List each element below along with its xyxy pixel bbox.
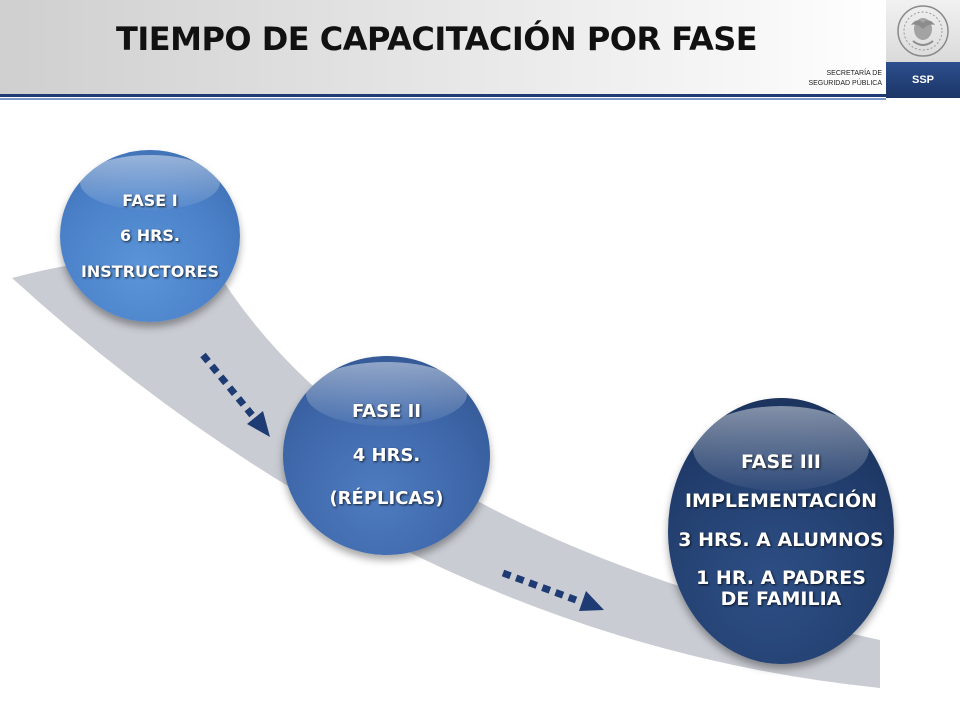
phase-3-students: 3 HRS. A ALUMNOS <box>678 528 884 551</box>
dotted-arrow-icon <box>200 352 270 437</box>
phase-2-gloss <box>305 361 468 426</box>
header-divider-light <box>0 98 886 100</box>
org-name-line1: SECRETARÍA DE <box>826 70 883 77</box>
header-bar <box>0 0 886 94</box>
phase-3-circle: FASE III IMPLEMENTACIÓN 3 HRS. A ALUMNOS… <box>668 398 894 664</box>
phase-1-title: FASE I <box>122 190 178 210</box>
phase-2-circle: FASE II 4 HRS. (RÉPLICAS) <box>283 356 490 555</box>
phase-3-activity: IMPLEMENTACIÓN <box>684 489 878 512</box>
phase-1-gloss <box>79 155 221 211</box>
national-seal-icon <box>897 5 949 57</box>
org-name-line2: SEGURIDAD PÚBLICA <box>808 80 882 87</box>
phase-3-gloss <box>692 405 870 492</box>
header-divider <box>0 94 886 97</box>
phase-2-title: FASE II <box>351 400 422 422</box>
phase-2-hours: 4 HRS. <box>352 444 421 466</box>
phase-3-parents: 1 HR. A PADRES DE FAMILIA <box>696 567 866 611</box>
seal-panel <box>886 0 960 62</box>
ssp-badge: SSP <box>886 62 960 98</box>
phase-1-audience: INSTRUCTORES <box>80 261 220 281</box>
phase-2-audience: (RÉPLICAS) <box>329 488 444 510</box>
phase-1-circle: FASE I 6 HRS. INSTRUCTORES <box>60 150 240 322</box>
progress-path-shape <box>12 257 880 688</box>
phase-3-title: FASE III <box>741 450 821 473</box>
org-name: SECRETARÍA DE SEGURIDAD PÚBLICA <box>808 69 882 89</box>
phase-1-hours: 6 HRS. <box>119 226 180 246</box>
dotted-arrow-icon <box>501 569 604 611</box>
page-title: TIEMPO DE CAPACITACIÓN POR FASE <box>116 20 758 58</box>
